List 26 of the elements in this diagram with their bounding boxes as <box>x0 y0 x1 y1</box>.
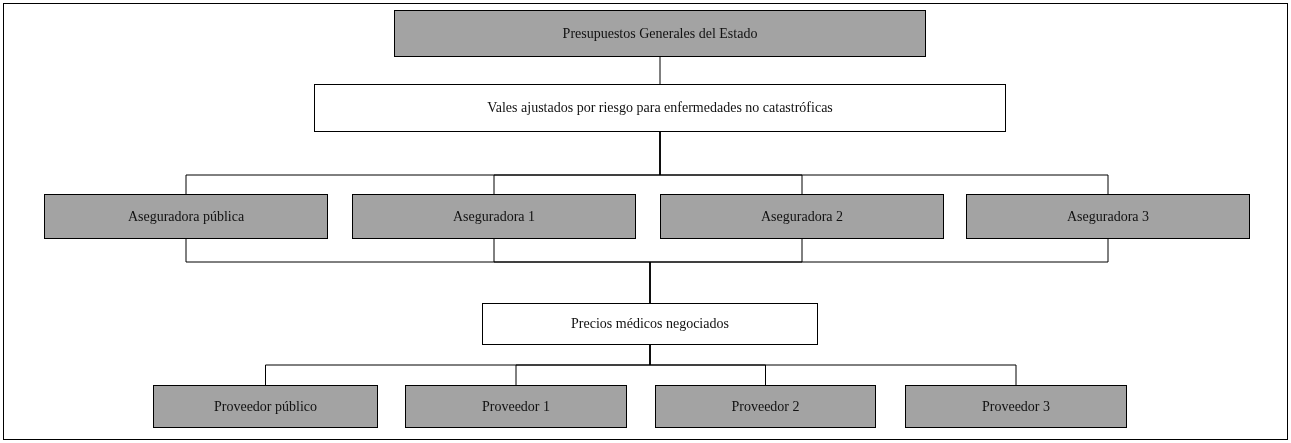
shaded-box <box>660 194 944 239</box>
box <box>482 303 818 345</box>
box-label: Vales ajustados por riesgo para enfermedades no catastróficas <box>487 100 833 116</box>
box-label: Aseguradora pública <box>127 208 245 225</box>
box-label: Proveedor 2 <box>731 398 800 415</box>
box-label: Proveedor público <box>214 398 317 415</box>
shaded-box <box>352 194 636 239</box>
connector-line <box>649 344 1017 386</box>
shaded-box <box>153 385 378 428</box>
shaded-box <box>966 194 1250 239</box>
box-label: Aseguradora 1 <box>453 208 535 225</box>
shaded-box <box>44 194 328 239</box>
box-label: Precios médicos negociados <box>571 316 729 332</box>
box <box>314 84 1006 132</box>
box-label: Proveedor 3 <box>981 398 1050 415</box>
box-label: Aseguradora 2 <box>761 208 843 225</box>
connector-line <box>659 56 661 85</box>
shaded-box <box>405 385 627 428</box>
shaded-box <box>905 385 1127 428</box>
box-label: Proveedor 1 <box>481 398 550 415</box>
box-label: Presupuestos Generales del Estado <box>562 25 758 42</box>
box-label: Aseguradora 3 <box>1067 208 1149 225</box>
shaded-box <box>655 385 876 428</box>
connector-line <box>659 131 1109 195</box>
shaded-box <box>394 10 926 57</box>
connector-line <box>649 238 1109 304</box>
